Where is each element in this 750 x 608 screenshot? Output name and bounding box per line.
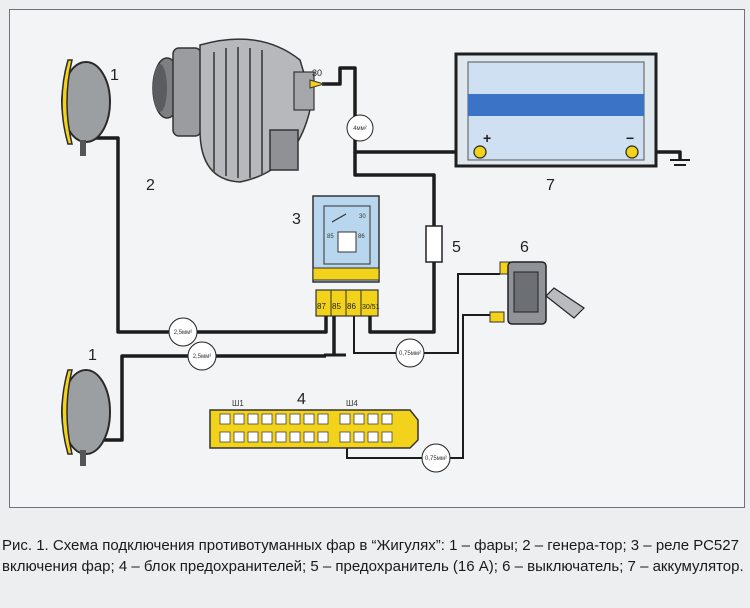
label-switch: 6 [520, 239, 529, 256]
ground-icon [670, 159, 690, 166]
wire-fuse-relay [368, 262, 436, 334]
wiring-diagram: 30 + − [61, 38, 690, 473]
generator: 30 [152, 38, 326, 183]
wire-size-4: 0,75мм² [425, 456, 447, 462]
relay-pin-86: 86 [347, 302, 356, 311]
figure-caption: Рис. 1. Схема подключения противотуманны… [2, 537, 744, 575]
relay-pin-30-51: 30/51 [362, 304, 380, 311]
relay-pin-87: 87 [317, 302, 326, 311]
wire-size-2: 2,5мм² [193, 354, 212, 360]
wire-size-1: 2,5мм² [174, 330, 193, 336]
relay-top-85: 85 [327, 234, 334, 240]
headlight-bottom [61, 369, 111, 466]
component-labels: 1 1 2 3 4 5 6 7 [88, 67, 555, 408]
relay-pin-85: 85 [332, 302, 341, 311]
battery: + − [454, 52, 658, 168]
label-fuse: 5 [452, 239, 461, 256]
headlight-top [61, 59, 111, 156]
relay-top-86: 86 [358, 234, 365, 240]
wire-headlight-bottom [95, 354, 326, 442]
wire-headlight-top [80, 136, 328, 334]
wire-size-5: 4мм² [353, 126, 367, 132]
relay: 85 86 30 87 85 86 30/51 [312, 195, 380, 317]
fuse-block: Ш1 Ш4 [209, 399, 419, 449]
label-generator: 2 [146, 177, 155, 194]
relay-top-30: 30 [359, 214, 366, 220]
generator-terminal-connector [309, 79, 326, 89]
battery-minus-sign: − [626, 130, 634, 146]
wire-generator-battery [322, 66, 470, 154]
wire-size-3: 0,75мм² [399, 351, 421, 357]
label-headlight-top: 1 [110, 67, 119, 84]
generator-terminal-30: 30 [312, 68, 322, 78]
switch [489, 261, 585, 325]
wire-battery-fuse [353, 152, 436, 226]
fuse [425, 225, 443, 263]
fuse-block-label-right: Ш4 [346, 399, 358, 408]
label-relay: 3 [292, 211, 301, 228]
battery-plus-sign: + [483, 130, 491, 146]
label-headlight-bottom: 1 [88, 347, 97, 364]
wire-relay-switch [353, 273, 500, 354]
wire-size-markers: 2,5мм² 2,5мм² 0,75мм² 0,75мм² 4мм² [168, 114, 451, 473]
label-battery: 7 [546, 177, 555, 194]
fuse-block-label-left: Ш1 [232, 399, 244, 408]
wire-switch-fuseblock [346, 314, 504, 459]
label-fuse-block: 4 [297, 391, 306, 408]
